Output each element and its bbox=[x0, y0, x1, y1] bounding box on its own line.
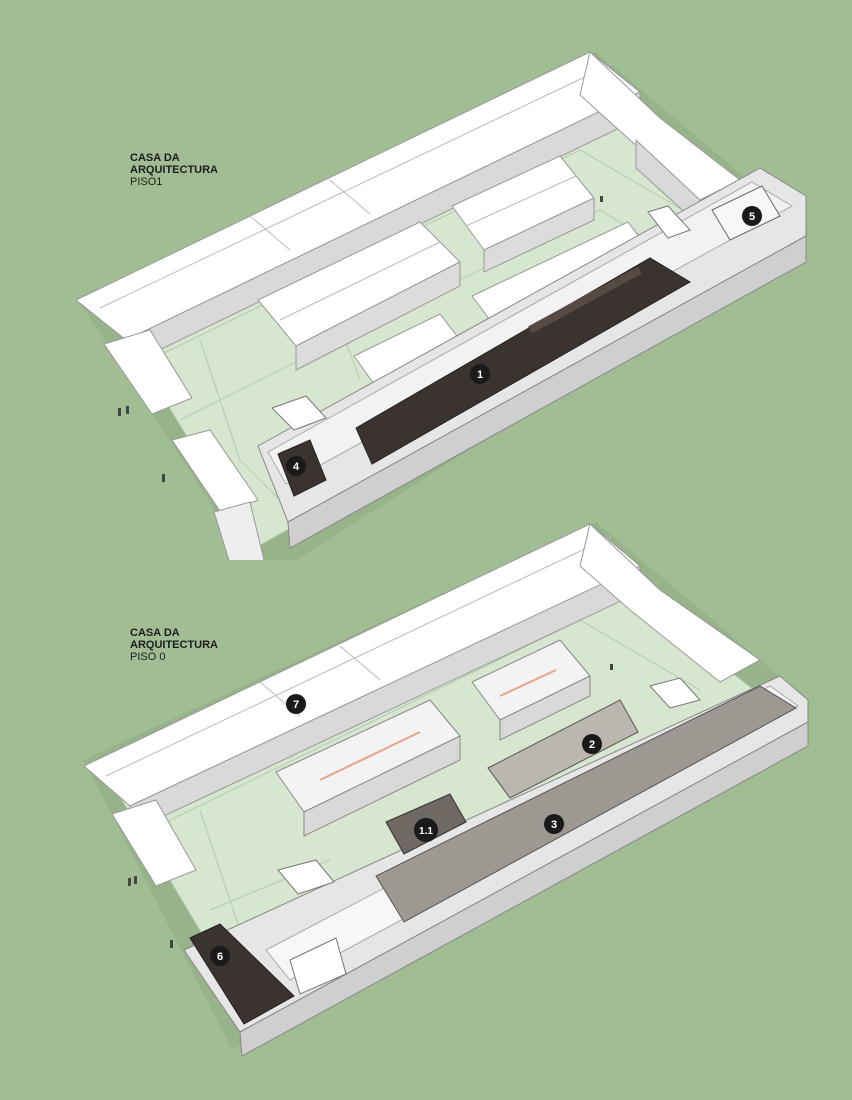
floor1-title-line2: ARQUITECTURA bbox=[130, 164, 218, 176]
floor1-subtitle: PISO1 bbox=[130, 176, 163, 188]
floor1-east-wing bbox=[579, 51, 741, 228]
floor0-marker-2: 2 bbox=[582, 734, 602, 754]
floor1-label: CASA DA ARQUITECTURA PISO1 bbox=[130, 152, 218, 188]
svg-text:6: 6 bbox=[217, 951, 223, 963]
floor0-west-wing bbox=[111, 799, 197, 887]
floor1-pavilion-1 bbox=[257, 221, 461, 371]
svg-text:1: 1 bbox=[477, 369, 483, 381]
floor1-title-line1: CASA DA bbox=[130, 152, 180, 164]
floor1-plan: 1 4 5 bbox=[75, 51, 810, 560]
floor0-room-3 bbox=[375, 685, 797, 923]
floor1-marker-4: 4 bbox=[286, 456, 306, 476]
floor0-people bbox=[128, 664, 613, 948]
floor0-marker-1-1: 1.1 bbox=[414, 818, 438, 842]
floor0-label: CASA DA ARQUITECTURA PISO 0 bbox=[130, 627, 218, 663]
floor0-title-line2: ARQUITECTURA bbox=[130, 639, 218, 651]
floor0-pavilion-left bbox=[275, 699, 461, 837]
svg-text:2: 2 bbox=[589, 739, 595, 751]
floor1-marker-5: 5 bbox=[742, 206, 762, 226]
floor1-west-wing bbox=[103, 329, 265, 560]
floor0-marker-6: 6 bbox=[210, 946, 230, 966]
floor0-east-wing bbox=[579, 523, 761, 683]
floor0-stair-white bbox=[277, 677, 701, 995]
floor0-plan: 2 3 1.1 6 7 bbox=[83, 522, 810, 1057]
floor1-people bbox=[118, 196, 603, 482]
floor1-pavilion-2 bbox=[451, 155, 595, 273]
svg-text:5: 5 bbox=[749, 211, 755, 223]
floor1-stair-white bbox=[271, 205, 691, 431]
svg-text:3: 3 bbox=[551, 819, 557, 831]
floor0-title-line1: CASA DA bbox=[130, 627, 180, 639]
svg-text:7: 7 bbox=[293, 699, 299, 711]
floor1-marker-1: 1 bbox=[470, 364, 490, 384]
floor0-subtitle: PISO 0 bbox=[130, 651, 166, 663]
svg-text:1.1: 1.1 bbox=[419, 826, 433, 837]
floor0-room-2 bbox=[487, 699, 639, 799]
floor0-marker-7: 7 bbox=[286, 694, 306, 714]
floor1-north-wing bbox=[75, 51, 641, 367]
svg-text:4: 4 bbox=[293, 461, 300, 473]
floor0-pavilion-right bbox=[471, 639, 591, 741]
floor0-marker-3: 3 bbox=[544, 814, 564, 834]
